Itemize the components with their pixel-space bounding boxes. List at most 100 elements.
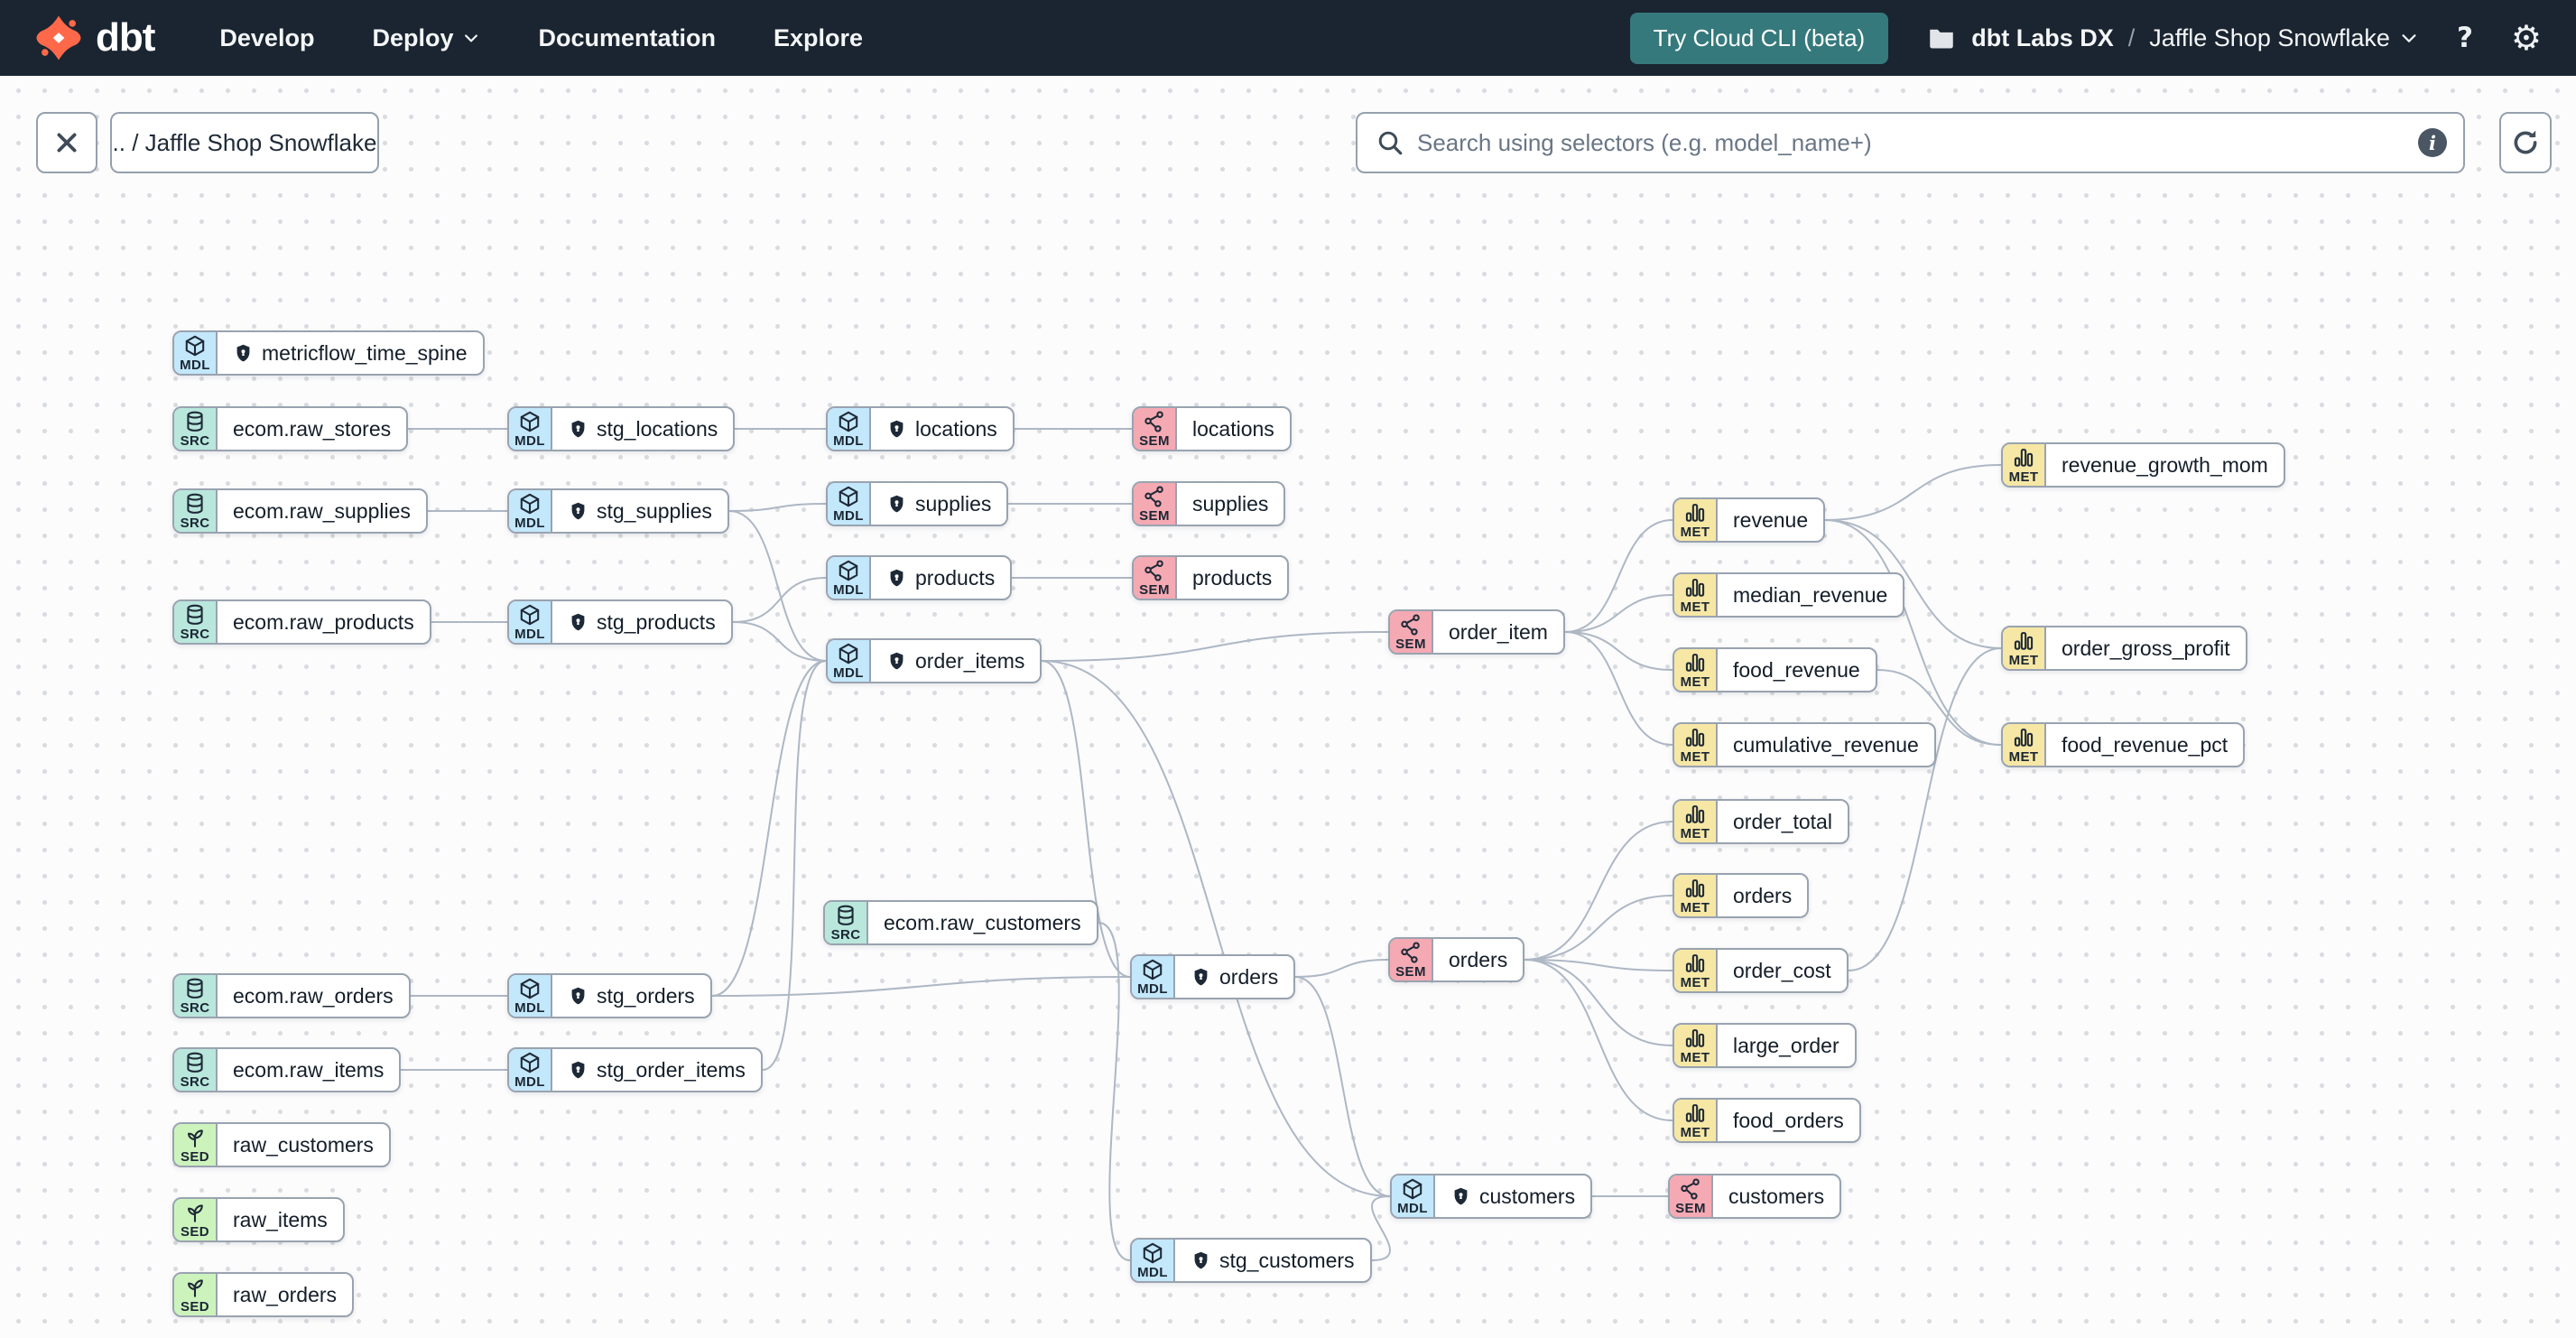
edge-stg_orders-to-mdl_orders	[711, 976, 1131, 997]
cube-icon	[183, 334, 207, 358]
share-network-icon	[1679, 1177, 1702, 1201]
node-label: stg_supplies	[597, 498, 712, 523]
edge-stg_order_items-to-order_items	[762, 660, 827, 1071]
lineage-breadcrumb-button[interactable]: .. / Jaffle Shop Snowflake	[110, 112, 379, 173]
node-type-band: MET	[1674, 724, 1718, 766]
database-icon	[183, 977, 207, 1000]
node-type-label: MET	[1680, 900, 1710, 915]
edge-met_order_cost-to-met_order_gross_profit	[1848, 647, 2002, 971]
shield-icon	[1450, 1186, 1471, 1207]
edge-stg_products-to-order_items	[732, 621, 827, 662]
settings-gear-icon[interactable]: ⚙	[2510, 18, 2542, 58]
lineage-node-met_median_revenue[interactable]: MET median_revenue	[1673, 572, 1905, 618]
lineage-node-order_items[interactable]: MDL order_items	[826, 638, 1042, 683]
lineage-node-sem_orders[interactable]: SEM orders	[1388, 937, 1525, 982]
lineage-node-met_cumulative_revenue[interactable]: MET cumulative_revenue	[1673, 722, 1936, 767]
lineage-node-met_order_total[interactable]: MET order_total	[1673, 799, 1849, 844]
node-type-band: SEM	[1390, 611, 1433, 653]
lineage-node-stg_supplies[interactable]: MDL stg_supplies	[507, 488, 729, 534]
lineage-node-metricflow_time_spine[interactable]: MDL metricflow_time_spine	[172, 330, 485, 376]
lineage-canvas[interactable]: MDL metricflow_time_spine SRC ecom.raw_s…	[0, 76, 2576, 1338]
lineage-node-sem_locations[interactable]: SEM locations	[1132, 406, 1292, 451]
edge-met_revenue-to-met_food_revenue_pct	[1824, 519, 2002, 746]
lineage-node-sem_order_item[interactable]: SEM order_item	[1388, 609, 1565, 655]
lineage-node-met_food_orders[interactable]: MET food_orders	[1673, 1098, 1861, 1143]
nav-link-documentation[interactable]: Documentation	[538, 23, 716, 51]
edge-stg_orders-to-order_items	[711, 660, 827, 997]
lineage-node-met_order_gross_profit[interactable]: MET order_gross_profit	[2001, 626, 2247, 671]
node-type-band: MET	[1674, 574, 1718, 616]
lineage-node-mdl_supplies[interactable]: MDL supplies	[826, 481, 1009, 526]
lineage-node-stg_order_items[interactable]: MDL stg_order_items	[507, 1047, 763, 1092]
edge-mdl_orders-to-sem_orders	[1294, 959, 1389, 978]
info-icon[interactable]: i	[2418, 128, 2447, 157]
lineage-node-src_raw_customers[interactable]: SRC ecom.raw_customers	[823, 900, 1098, 945]
lineage-node-met_food_revenue[interactable]: MET food_revenue	[1673, 647, 1877, 692]
lineage-node-sem_products[interactable]: SEM products	[1132, 555, 1290, 600]
edge-order_items-to-mdl_orders	[1041, 660, 1131, 978]
top-navbar: dbt Develop Deploy Documentation Explore…	[0, 0, 2576, 76]
refresh-lineage-button[interactable]	[2499, 112, 2552, 173]
navbar-right: Try Cloud CLI (beta) dbt Labs DX / Jaffl…	[1629, 12, 2542, 64]
lineage-node-met_order_cost[interactable]: MET order_cost	[1673, 948, 1849, 993]
try-cloud-cli-button[interactable]: Try Cloud CLI (beta)	[1629, 12, 1889, 64]
node-label: orders	[1733, 883, 1793, 907]
primary-nav: Develop Deploy Documentation Explore	[219, 24, 863, 52]
account-name[interactable]: dbt Labs DX	[1971, 23, 2114, 51]
node-type-band: SRC	[174, 408, 218, 450]
selector-search-input[interactable]	[1417, 128, 2405, 157]
dbt-logo[interactable]: dbt	[34, 14, 155, 62]
node-type-label: SED	[180, 1149, 210, 1165]
close-lineage-button[interactable]	[36, 112, 97, 173]
lineage-node-src_raw_products[interactable]: SRC ecom.raw_products	[172, 599, 431, 645]
shield-icon	[568, 612, 588, 633]
lineage-node-src_raw_items[interactable]: SRC ecom.raw_items	[172, 1047, 402, 1092]
shield-icon	[568, 986, 588, 1007]
lineage-node-sem_supplies[interactable]: SEM supplies	[1132, 481, 1286, 526]
lineage-node-mdl_locations[interactable]: MDL locations	[826, 406, 1015, 451]
edge-src_raw_customers-to-stg_customers	[1098, 922, 1131, 1261]
lineage-node-sed_raw_orders[interactable]: SED raw_orders	[172, 1272, 355, 1317]
lineage-node-sed_raw_items[interactable]: SED raw_items	[172, 1197, 345, 1242]
lineage-node-sed_raw_customers[interactable]: SED raw_customers	[172, 1122, 391, 1167]
nav-link-develop[interactable]: Develop	[219, 23, 315, 51]
node-label: customers	[1479, 1184, 1576, 1208]
lineage-node-src_raw_orders[interactable]: SRC ecom.raw_orders	[172, 973, 411, 1018]
lineage-node-stg_products[interactable]: MDL stg_products	[507, 599, 733, 645]
lineage-node-stg_locations[interactable]: MDL stg_locations	[507, 406, 736, 451]
node-label: ecom.raw_customers	[884, 910, 1081, 934]
account-breadcrumb: dbt Labs DX / Jaffle Shop Snowflake	[1926, 23, 2419, 53]
lineage-node-met_food_revenue_pct[interactable]: MET food_revenue_pct	[2001, 722, 2246, 767]
lineage-node-stg_customers[interactable]: MDL stg_customers	[1130, 1238, 1372, 1283]
node-type-label: SRC	[180, 1074, 210, 1090]
lineage-node-met_revenue_growth_mom[interactable]: MET revenue_growth_mom	[2001, 442, 2285, 488]
node-type-band: MDL	[509, 601, 552, 643]
node-type-label: MET	[2008, 469, 2039, 485]
lineage-node-mdl_orders[interactable]: MDL orders	[1130, 954, 1296, 999]
nav-link-explore[interactable]: Explore	[774, 23, 864, 51]
cube-icon	[837, 559, 860, 582]
node-type-band: MDL	[1132, 956, 1175, 998]
node-label: orders	[1219, 964, 1279, 989]
nav-link-deploy[interactable]: Deploy	[372, 24, 480, 52]
lineage-node-mdl_customers[interactable]: MDL customers	[1390, 1174, 1593, 1219]
refresh-icon	[2514, 130, 2537, 154]
lineage-node-mdl_products[interactable]: MDL products	[826, 555, 1013, 600]
lineage-node-sem_customers[interactable]: SEM customers	[1668, 1174, 1842, 1219]
sprout-icon	[183, 1276, 207, 1299]
lineage-node-met_large_order[interactable]: MET large_order	[1673, 1023, 1857, 1068]
lineage-node-src_raw_supplies[interactable]: SRC ecom.raw_supplies	[172, 488, 428, 534]
lineage-node-met_orders[interactable]: MET orders	[1673, 873, 1810, 918]
node-type-band: MDL	[828, 483, 871, 525]
lineage-node-met_revenue[interactable]: MET revenue	[1673, 497, 1826, 543]
help-button[interactable]: ?	[2456, 22, 2473, 54]
node-label: stg_order_items	[597, 1057, 746, 1082]
lineage-node-stg_orders[interactable]: MDL stg_orders	[507, 973, 712, 1018]
node-type-band: SEM	[1134, 483, 1177, 525]
lineage-node-src_raw_stores[interactable]: SRC ecom.raw_stores	[172, 406, 409, 451]
edge-sem_order_item-to-met_median_revenue	[1564, 594, 1673, 633]
node-type-label: SEM	[1139, 508, 1170, 524]
project-selector[interactable]: Jaffle Shop Snowflake	[2149, 24, 2419, 52]
chevron-down-icon	[465, 34, 478, 42]
node-type-band: MDL	[1132, 1240, 1175, 1281]
